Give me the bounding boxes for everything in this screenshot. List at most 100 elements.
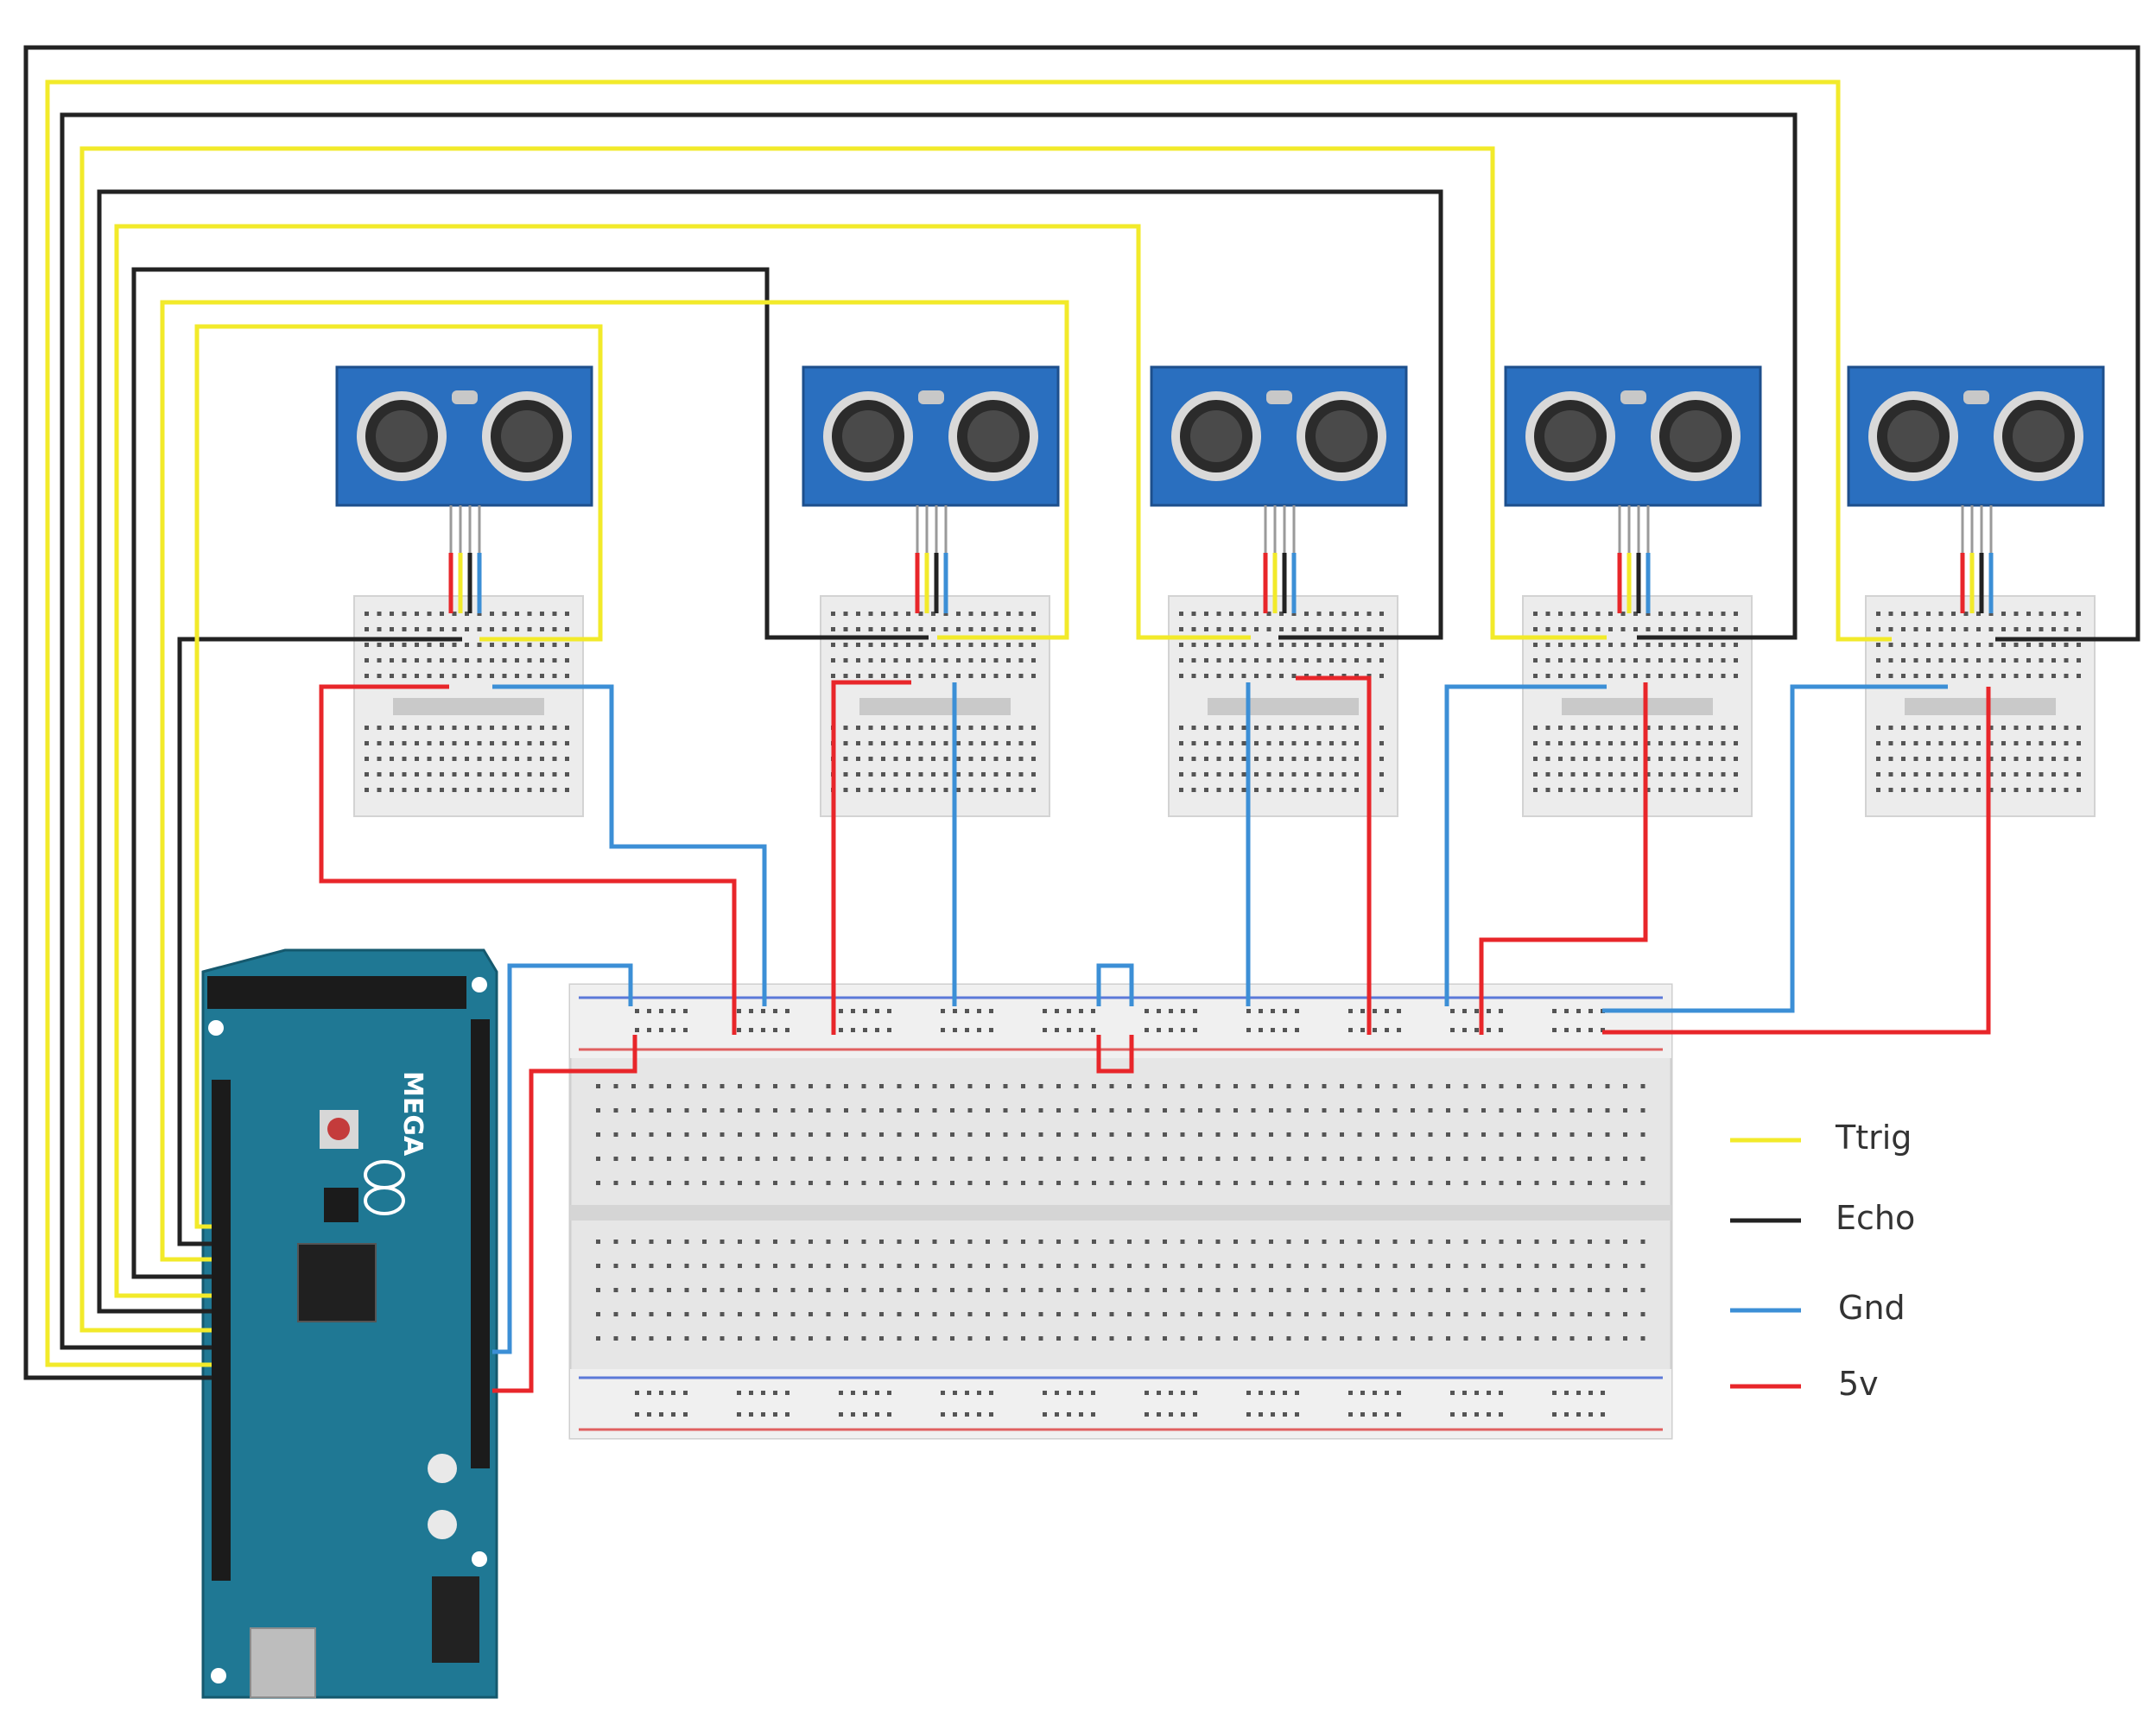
hole bbox=[1291, 726, 1297, 730]
hole bbox=[1375, 1336, 1379, 1341]
hole bbox=[950, 1157, 954, 1161]
hole bbox=[931, 788, 935, 792]
hole bbox=[667, 1312, 671, 1316]
rail-hole bbox=[773, 1412, 777, 1417]
hole bbox=[702, 1084, 707, 1088]
hole bbox=[1031, 741, 1036, 745]
hole bbox=[613, 1084, 618, 1088]
hole bbox=[1375, 1264, 1379, 1268]
hole bbox=[1517, 1108, 1521, 1113]
hole bbox=[2077, 788, 2081, 792]
hole bbox=[465, 612, 469, 616]
hole bbox=[1888, 772, 1893, 777]
hole bbox=[1517, 1264, 1521, 1268]
hole bbox=[667, 1084, 671, 1088]
hole bbox=[1734, 658, 1738, 663]
hole bbox=[1411, 1312, 1415, 1316]
hole bbox=[1266, 612, 1271, 616]
rail-hole bbox=[887, 1009, 891, 1013]
rail-hole bbox=[737, 1028, 741, 1032]
hole bbox=[1938, 674, 1944, 678]
rail-hole bbox=[1157, 1009, 1161, 1013]
hole bbox=[452, 643, 457, 647]
hole bbox=[931, 627, 935, 631]
sensor-3 bbox=[1150, 365, 1408, 553]
hole bbox=[613, 1157, 618, 1161]
rail-hole bbox=[749, 1009, 753, 1013]
hole bbox=[856, 627, 860, 631]
hole bbox=[1003, 1312, 1008, 1316]
hole bbox=[2039, 788, 2044, 792]
hole bbox=[956, 757, 961, 761]
hole bbox=[1163, 1288, 1167, 1292]
hole bbox=[1481, 1157, 1486, 1161]
hole bbox=[755, 1288, 760, 1292]
hole bbox=[773, 1240, 777, 1244]
hole bbox=[390, 658, 394, 663]
hole bbox=[1092, 1157, 1096, 1161]
rail-hole bbox=[989, 1391, 993, 1395]
header-left bbox=[212, 1080, 231, 1581]
hole bbox=[1721, 658, 1726, 663]
wire-echo-4 bbox=[60, 112, 1798, 1350]
hole bbox=[1304, 1240, 1309, 1244]
hole bbox=[1216, 772, 1221, 777]
rail-hole bbox=[1169, 1028, 1173, 1032]
hole bbox=[844, 1336, 848, 1341]
hole bbox=[943, 788, 948, 792]
hole bbox=[1481, 1336, 1486, 1341]
hole bbox=[826, 1157, 831, 1161]
hole bbox=[1038, 1240, 1043, 1244]
hole bbox=[986, 1240, 990, 1244]
hole bbox=[856, 674, 860, 678]
capacitor-2 bbox=[428, 1510, 457, 1539]
hole bbox=[1379, 612, 1384, 616]
hole bbox=[1558, 627, 1563, 631]
hole bbox=[1888, 674, 1893, 678]
hole bbox=[808, 1240, 813, 1244]
hole bbox=[981, 627, 986, 631]
hole bbox=[2013, 726, 2019, 730]
crystal bbox=[1620, 390, 1646, 404]
hole bbox=[1951, 741, 1956, 745]
hole bbox=[1021, 1132, 1025, 1137]
hole bbox=[649, 1336, 654, 1341]
hole bbox=[1428, 1240, 1433, 1244]
rail-hole bbox=[1564, 1009, 1569, 1013]
hole bbox=[1428, 1132, 1433, 1137]
legend-label-gnd: Gnd bbox=[1838, 1289, 1906, 1327]
hole bbox=[1357, 1288, 1362, 1292]
rail-hole bbox=[785, 1391, 789, 1395]
hole bbox=[1269, 1157, 1273, 1161]
hole bbox=[993, 741, 999, 745]
hole bbox=[790, 1240, 796, 1244]
hole bbox=[1229, 726, 1233, 730]
hole bbox=[1709, 612, 1713, 616]
hole bbox=[981, 772, 986, 777]
hole bbox=[552, 627, 557, 631]
hole bbox=[1963, 627, 1969, 631]
hole bbox=[1006, 612, 1011, 616]
hole bbox=[1734, 757, 1738, 761]
rail-hole bbox=[1055, 1391, 1059, 1395]
rail-hole bbox=[659, 1412, 663, 1417]
hole bbox=[879, 1312, 884, 1316]
hole bbox=[1646, 674, 1651, 678]
hole bbox=[1569, 1181, 1575, 1185]
hole bbox=[1006, 757, 1011, 761]
hole bbox=[1620, 772, 1626, 777]
rail-hole bbox=[635, 1009, 639, 1013]
hole bbox=[956, 741, 961, 745]
rail-hole bbox=[839, 1028, 843, 1032]
hole bbox=[2051, 612, 2056, 616]
hole bbox=[1721, 741, 1726, 745]
hole bbox=[1092, 1264, 1096, 1268]
hole bbox=[1913, 658, 1918, 663]
hole bbox=[402, 612, 407, 616]
hole bbox=[631, 1084, 636, 1088]
hole bbox=[565, 772, 569, 777]
hole bbox=[613, 1312, 618, 1316]
hole bbox=[844, 1288, 848, 1292]
hole bbox=[1198, 1312, 1202, 1316]
crystal bbox=[918, 390, 944, 404]
